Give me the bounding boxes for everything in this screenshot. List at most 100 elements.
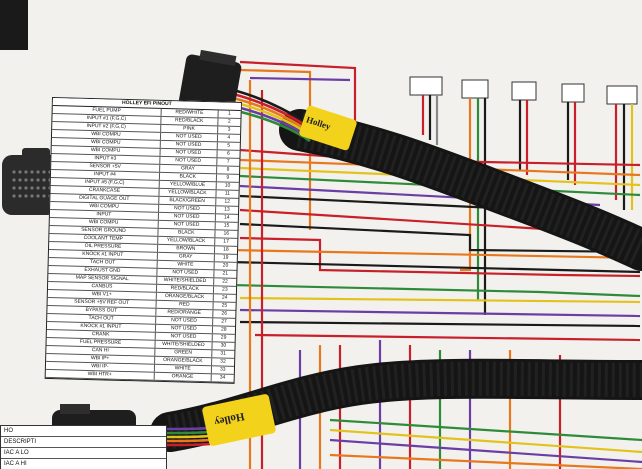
pin-number: 16 [223, 230, 230, 237]
pin-wire-color: NOT USED [158, 220, 216, 230]
pin-wire-color: NOT USED [155, 324, 213, 334]
pin-number: 22 [222, 278, 228, 285]
trace-black-h3 [229, 260, 641, 274]
pin-number: 26 [221, 310, 228, 317]
pin-number: 1 [228, 110, 231, 117]
pin-wire-color: BLACK [159, 172, 217, 182]
pin-number: 11 [224, 190, 231, 197]
pin-number: 33 [219, 366, 226, 373]
pin-wire-color: NOT USED [158, 204, 216, 214]
pin-wire-color: GRAY [159, 164, 217, 174]
upper-loom [279, 109, 642, 271]
pin-number: 4 [227, 134, 231, 141]
pin-wire-color: NOT USED [160, 148, 218, 158]
pin-number: 30 [220, 342, 227, 349]
pin-wire-color: BLACK/GREEN [159, 196, 217, 206]
trace-orange-h4 [329, 453, 642, 469]
trace-purple-h4 [329, 438, 642, 464]
pin-number: 18 [223, 246, 229, 253]
trace-red-h5 [254, 333, 641, 342]
pin-number: 27 [221, 318, 227, 325]
pin-wire-color: GRAY [157, 252, 215, 262]
pin-wire-color: BLACK [158, 228, 216, 238]
pin-number: 14 [223, 214, 230, 221]
trace-red-h4 [239, 236, 641, 278]
pin-wire-color: WHITE [154, 364, 212, 374]
pin-wire-color: YELLOW/BLACK [158, 236, 216, 246]
pin-function: WBI HTR+ [45, 369, 155, 380]
lower-table-row: DESCRIPTI [1, 437, 166, 448]
trace-purple-h1 [249, 76, 351, 82]
pin-number: 12 [224, 198, 231, 205]
pin-number: 20 [222, 262, 229, 269]
trace-black-h2 [239, 222, 641, 254]
pin-wire-color: RED/BLACK [156, 284, 214, 294]
trace-orange-h3 [229, 248, 641, 260]
pin-number: 7 [226, 158, 230, 165]
pin-wire-color: YELLOW/BLACK [159, 188, 217, 198]
lower-left-table: HO DESCRIPTI IAC A LO IAC A HI [0, 425, 167, 469]
pin-number: 5 [227, 142, 231, 149]
pin-number: 28 [220, 326, 227, 333]
pin-wire-color: PINK [161, 124, 218, 134]
pin-wire-color: BROWN [157, 244, 215, 254]
trace-black-h4 [239, 320, 641, 328]
pin-wire-color: NOT USED [155, 332, 213, 342]
pin-number: 15 [223, 222, 230, 229]
lower-table-row: HO [1, 426, 166, 437]
pin-number: 24 [221, 294, 228, 301]
pin-number: 13 [224, 206, 230, 213]
trace-yellow-h3 [329, 428, 642, 454]
pin-wire-color: NOT USED [160, 140, 218, 150]
pin-wire-color: NOT USED [160, 132, 218, 142]
pin-wire-color: WHITE/SHIELDED [155, 340, 213, 350]
pin-number: 21 [222, 270, 229, 277]
pin-number: 10 [224, 182, 231, 189]
trace-yellow-h2 [239, 296, 641, 304]
pin-number: 6 [226, 150, 230, 157]
pin-number: 3 [227, 126, 231, 133]
pin-wire-color: ORANGE/BLACK [154, 356, 212, 366]
pin-number: 9 [226, 174, 230, 181]
pin-wire-color: YELLOW/BLUE [159, 180, 217, 190]
pin-wire-color: ORANGE/BLACK [156, 292, 214, 302]
pin-number: 17 [223, 238, 229, 245]
pin-wire-color: WHITE [157, 260, 215, 270]
pin-number: 34 [219, 374, 226, 381]
pin-number: 31 [220, 350, 227, 357]
pin-wire-color: RED/BLACK [161, 116, 219, 126]
pin-wire-color: NOT USED [155, 316, 213, 326]
lower-tag [202, 394, 276, 446]
lower-table-row: IAC A HI [1, 459, 166, 469]
top-connector-boxes [409, 76, 638, 105]
pin-wire-color: WHITE/SHIELDED [157, 276, 214, 286]
pin-number: 19 [222, 254, 229, 261]
wire-traces [229, 60, 642, 469]
pin-number: 29 [220, 334, 227, 341]
pin-wire-color: NOT USED [160, 156, 218, 166]
pin-wire-color: NOT USED [158, 212, 216, 222]
pin-wire-color: RED [156, 300, 214, 310]
pin-wire-color: NOT USED [157, 268, 215, 278]
pin-wire-color: RED/WHITE [161, 108, 219, 118]
trace-purple-h3 [239, 308, 641, 318]
trace-green-h3 [329, 418, 642, 442]
pin-number: 32 [220, 358, 226, 365]
pin-number: 23 [222, 286, 228, 293]
trace-orange-1 [460, 98, 472, 272]
pin-wire-color: ORANGE [154, 372, 212, 382]
lower-table-row: IAC A LO [1, 448, 166, 459]
pin-number: 25 [221, 302, 228, 309]
trace-orange-h1 [239, 68, 312, 230]
trace-green-h2 [229, 283, 641, 298]
pin-wire-color: GREEN [155, 348, 213, 358]
pin-number: 2 [227, 118, 231, 125]
trace-red-h1 [239, 60, 357, 135]
pin-number: 8 [226, 166, 230, 173]
dark-object [0, 0, 28, 50]
pin-wire-color: RED/ORANGE [156, 308, 214, 318]
upper-tag [299, 105, 357, 151]
